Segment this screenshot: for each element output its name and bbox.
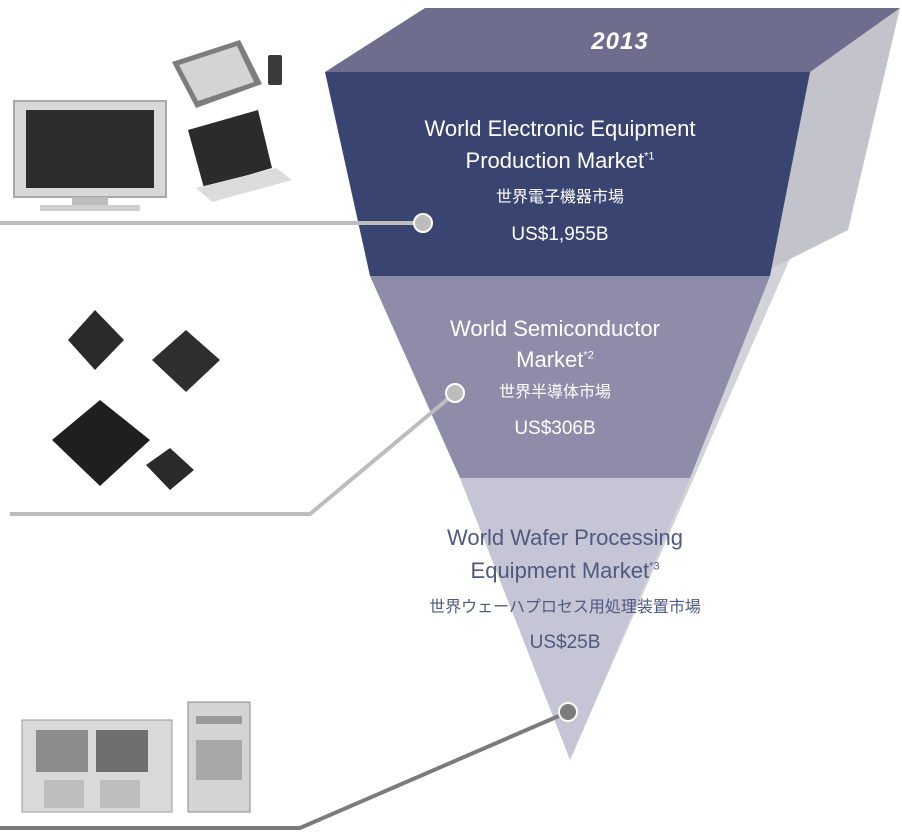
connector-line-2 [10,391,457,516]
connector-dot-1 [413,213,433,233]
semiconductor-chips-icon [52,310,220,490]
tier-2-title-line2-wrap: Market*2 [360,349,750,371]
connector-dot-3 [558,702,578,722]
tier-2-title-jp: 世界半導体市場 [498,384,611,401]
tv-tablet-laptop-icon [13,40,292,211]
tier-1-title-line1: World Electronic Equipment [424,116,696,141]
tier-3-title-line2-wrap: Equipment Market*3 [330,560,800,582]
tier-1-title-jp: 世界電子機器市場 [495,189,624,206]
tier-2-semiconductor [370,276,770,478]
tier-2-title-line1: World Semiconductor [450,316,660,341]
tier-3-wafer-processing [460,478,690,760]
funnel-side-face-shade [768,8,900,270]
tier-2-value: US$306B [514,418,596,439]
tier-2-footnote: *2 [583,349,594,362]
tier-3-footnote: *3 [649,560,660,573]
tier-1-electronic-equipment [325,72,810,276]
tier-1-title-line2: Production Market [465,148,645,173]
tier-1-footnote: *1 [644,150,655,163]
tier-3-title-line2: Equipment Market [470,558,650,583]
wafer-processing-equipment-icon [21,701,251,813]
tier-3-title-jp: 世界ウェーハプロセス用処理装置市場 [429,599,701,616]
tier-3-title-line1: World Wafer Processing [447,525,683,550]
tier-1-value: US$1,955B [511,224,609,245]
tier-3-value: US$25B [529,632,601,653]
year-label: 2013 [591,28,649,55]
connector-line-3 [0,710,569,830]
tier-2-title-line2: Market [516,347,584,372]
connector-dot-2 [445,383,465,403]
funnel-top-face [325,8,900,72]
tier-1-title-line2-wrap: Production Market*1 [330,150,790,172]
